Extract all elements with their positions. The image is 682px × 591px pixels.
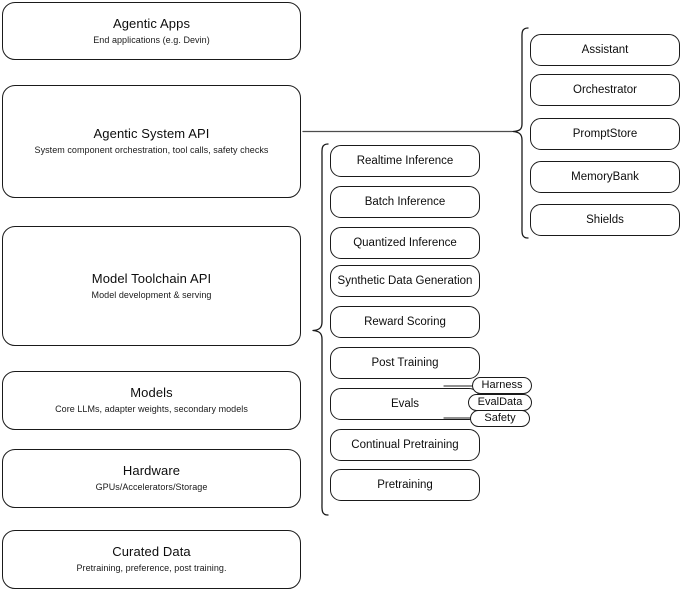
layer-box-agentic-apps[interactable]: Agentic Apps End applications (e.g. Devi…: [2, 2, 301, 60]
agentic-box-shields[interactable]: Shields: [530, 204, 680, 236]
toolchain-label: Pretraining: [377, 479, 433, 491]
agentic-box-memorybank[interactable]: MemoryBank: [530, 161, 680, 193]
layer-box-models[interactable]: Models Core LLMs, adapter weights, secon…: [2, 371, 301, 430]
layer-subtitle: Model development & serving: [91, 289, 212, 300]
layer-title: Hardware: [122, 463, 181, 478]
eval-tag-evaldata[interactable]: EvalData: [468, 394, 532, 411]
layer-title: Models: [130, 385, 173, 400]
agentic-box-assistant[interactable]: Assistant: [530, 34, 680, 66]
toolchain-label: Reward Scoring: [364, 316, 446, 328]
toolchain-label: Evals: [390, 398, 420, 410]
toolchain-box-evals[interactable]: Evals: [330, 388, 480, 420]
layer-title: Agentic Apps: [112, 15, 191, 31]
toolchain-label: Continual Pretraining: [351, 439, 459, 451]
eval-tag-harness[interactable]: Harness: [472, 377, 532, 394]
layer-subtitle: GPUs/Accelerators/Storage: [95, 482, 208, 492]
agentic-box-orchestrator[interactable]: Orchestrator: [530, 74, 680, 106]
toolchain-box-synthetic-data-generation[interactable]: Synthetic Data Generation: [330, 265, 480, 297]
layer-box-curated-data[interactable]: Curated Data Pretraining, preference, po…: [2, 530, 301, 589]
layer-subtitle: End applications (e.g. Devin): [93, 34, 210, 45]
toolchain-label: Quantized Inference: [353, 237, 457, 249]
layer-title: Model Toolchain API: [91, 270, 212, 286]
agentic-label: MemoryBank: [571, 171, 639, 183]
layer-subtitle: Pretraining, preference, post training.: [76, 563, 227, 573]
toolchain-label: Realtime Inference: [356, 155, 454, 167]
layer-subtitle: Core LLMs, adapter weights, secondary mo…: [55, 404, 248, 414]
toolchain-box-batch-inference[interactable]: Batch Inference: [330, 186, 480, 218]
layer-title: Curated Data: [112, 544, 191, 559]
agentic-label: Shields: [586, 214, 624, 226]
toolchain-label: Post Training: [371, 357, 439, 369]
toolchain-box-realtime-inference[interactable]: Realtime Inference: [330, 145, 480, 177]
eval-tag-label: Harness: [481, 379, 523, 391]
layer-subtitle: System component orchestration, tool cal…: [34, 145, 269, 155]
eval-tag-safety[interactable]: Safety: [470, 410, 530, 427]
eval-tag-label: Safety: [484, 412, 516, 424]
agentic-box-promptstore[interactable]: PromptStore: [530, 118, 680, 150]
layer-title: Agentic System API: [93, 126, 210, 141]
toolchain-box-quantized-inference[interactable]: Quantized Inference: [330, 227, 480, 259]
toolchain-box-continual-pretraining[interactable]: Continual Pretraining: [330, 429, 480, 461]
eval-tag-label: EvalData: [477, 396, 523, 408]
toolchain-box-post-training[interactable]: Post Training: [330, 347, 480, 379]
agentic-label: Orchestrator: [573, 84, 637, 96]
agentic-label: Assistant: [581, 44, 629, 56]
layer-box-agentic-system-api[interactable]: Agentic System API System component orch…: [2, 85, 301, 198]
toolchain-label: Batch Inference: [364, 196, 446, 208]
toolchain-box-pretraining[interactable]: Pretraining: [330, 469, 480, 501]
toolchain-box-reward-scoring[interactable]: Reward Scoring: [330, 306, 480, 338]
layer-box-hardware[interactable]: Hardware GPUs/Accelerators/Storage: [2, 449, 301, 508]
toolchain-label: Synthetic Data Generation: [337, 275, 473, 287]
agentic-label: PromptStore: [572, 128, 638, 140]
layer-box-model-toolchain-api[interactable]: Model Toolchain API Model development & …: [2, 226, 301, 346]
